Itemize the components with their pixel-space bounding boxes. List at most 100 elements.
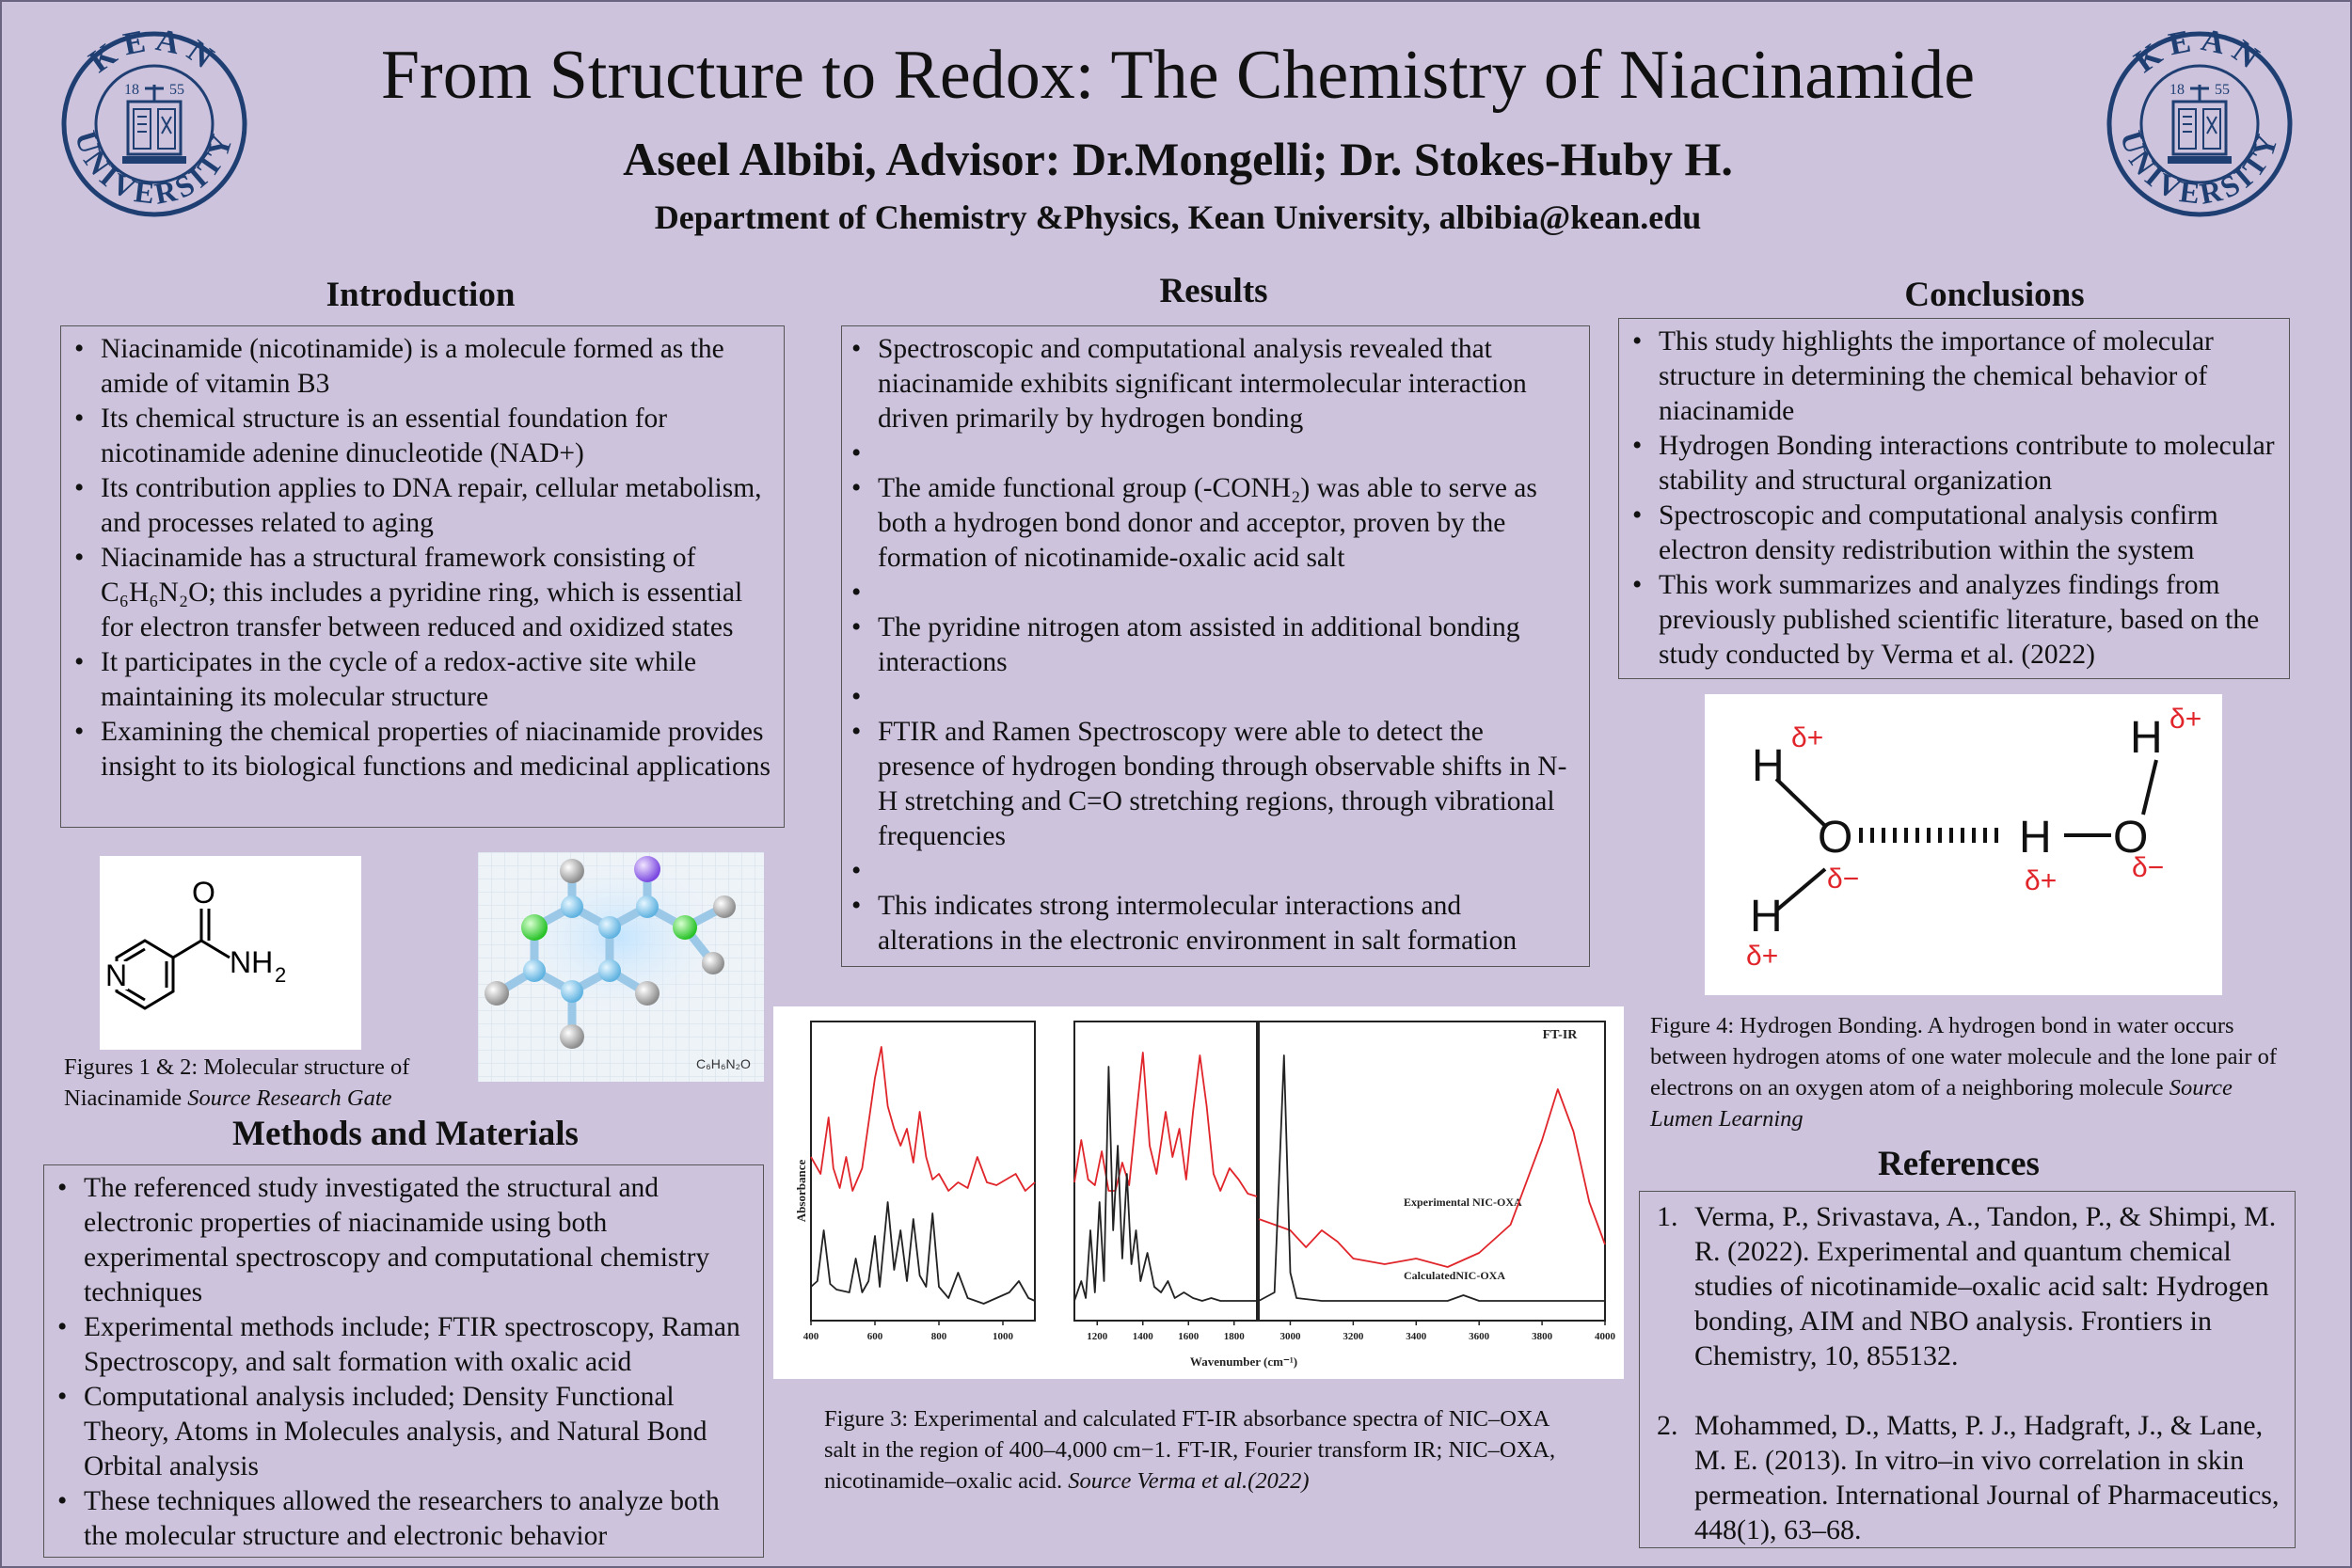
conclusions-heading: Conclusions bbox=[1904, 276, 2085, 314]
intro-item: Its chemical structure is an essential f… bbox=[71, 402, 776, 471]
figures-1-2-caption: Figures 1 & 2: Molecular structure of Ni… bbox=[64, 1052, 478, 1114]
intro-item: Niacinamide (nicotinamide) is a molecule… bbox=[71, 332, 776, 402]
chart-x-tick-label: 1400 bbox=[1133, 1331, 1154, 1342]
chart-panel-frame bbox=[1258, 1021, 1606, 1322]
intro-item: Niacinamide has a structural framework c… bbox=[71, 541, 776, 645]
logo-year-right: 55 bbox=[2215, 82, 2230, 98]
figures-1-2-caption-source: Source Research Gate bbox=[187, 1085, 392, 1111]
intro-item: It participates in the cycle of a redox-… bbox=[71, 645, 776, 715]
chart-x-axis-label: Wavenumber (cm⁻¹) bbox=[1190, 1354, 1297, 1369]
ftir-chart: Absorbance Wavenumber (cm⁻¹) FT-IR Exper… bbox=[794, 1021, 1616, 1369]
logo-year-left: 18 bbox=[124, 82, 139, 98]
chart-x-tick-label: 3200 bbox=[1343, 1331, 1364, 1342]
series-label-experimental: Experimental NIC-OXA bbox=[1404, 1196, 1522, 1209]
chart-x-tick-label: 3800 bbox=[1532, 1331, 1553, 1342]
logo-year-left: 18 bbox=[2169, 82, 2185, 98]
delta-plus-label: δ+ bbox=[1746, 941, 1778, 972]
structure-n-label: N bbox=[105, 958, 127, 992]
chart-x-tick-label: 4000 bbox=[1595, 1331, 1616, 1342]
chart-panel-frame bbox=[810, 1021, 1036, 1322]
poster-authors: Aseel Albibi, Advisor: Dr.Mongelli; Dr. … bbox=[623, 133, 1733, 185]
chart-series-line bbox=[1073, 1052, 1258, 1197]
methods-box: The referenced study investigated the st… bbox=[43, 1164, 764, 1558]
kean-university-logo-right: KEAN UNIVERSITY 18 55 bbox=[2106, 30, 2293, 217]
conclusions-item: This work summarizes and analyzes findin… bbox=[1629, 568, 2281, 673]
reference-number: 2. bbox=[1657, 1410, 1678, 1441]
figure-4-caption-source: Source Lumen Learning bbox=[1650, 1075, 2233, 1132]
structure-o-label: O bbox=[192, 876, 215, 910]
intro-item: Its contribution applies to DNA repair, … bbox=[71, 471, 776, 541]
introduction-box: Niacinamide (nicotinamide) is a molecule… bbox=[60, 325, 785, 828]
reference-number: 1. bbox=[1657, 1201, 1678, 1232]
conclusions-box: This study highlights the importance of … bbox=[1618, 318, 2290, 679]
chart-panel-frame bbox=[1073, 1021, 1258, 1322]
chart-x-tick-label: 800 bbox=[931, 1331, 947, 1342]
chart-x-tick-label: 3600 bbox=[1469, 1331, 1490, 1342]
figure-3-caption: Figure 3: Experimental and calculated FT… bbox=[824, 1403, 1582, 1497]
reference-text: Mohammed, D., Matts, P. J., Hadgraft, J.… bbox=[1694, 1410, 2280, 1545]
delta-plus-label: δ+ bbox=[1791, 722, 1823, 753]
poster-department: Department of Chemistry &Physics, Kean U… bbox=[654, 198, 1702, 236]
delta-minus-label: δ− bbox=[2132, 852, 2164, 883]
o-atom-label: O bbox=[2113, 813, 2148, 863]
chart-series-line bbox=[1258, 1088, 1606, 1268]
kean-university-logo-left: KEAN UNIVERSITY 18 55 bbox=[61, 30, 247, 217]
chart-series-line bbox=[1073, 1066, 1257, 1302]
methods-heading: Methods and Materials bbox=[232, 1115, 579, 1153]
reference-item: 1. Verma, P., Srivastava, A., Tandon, P.,… bbox=[1649, 1199, 2287, 1373]
figure-4-caption-text: Figure 4: Hydrogen Bonding. A hydrogen b… bbox=[1650, 1013, 2278, 1101]
references-box: 1. Verma, P., Srivastava, A., Tandon, P.,… bbox=[1639, 1191, 2296, 1548]
chart-x-tick-label: 1200 bbox=[1087, 1331, 1108, 1342]
chart-x-tick-label: 1000 bbox=[993, 1331, 1014, 1342]
reference-item: 2. Mohammed, D., Matts, P. J., Hadgraft, … bbox=[1649, 1408, 2287, 1547]
chart-series-line bbox=[1258, 1054, 1605, 1302]
chart-x-tick-label: 600 bbox=[867, 1331, 883, 1342]
h-atom-label: H bbox=[1750, 892, 1783, 942]
niacinamide-structure-figure: N O NH 2 bbox=[100, 856, 361, 1050]
poster-title: From Structure to Redox: The Chemistry o… bbox=[380, 37, 1976, 114]
delta-plus-label: δ+ bbox=[2025, 865, 2057, 896]
delta-minus-label: δ− bbox=[1827, 863, 1859, 895]
chart-series-line bbox=[810, 1201, 1036, 1305]
delta-plus-label: δ+ bbox=[2169, 704, 2201, 735]
niacinamide-3d-model-figure: C₆H₆N₂O bbox=[478, 852, 764, 1082]
model-formula-label: C₆H₆N₂O bbox=[696, 1056, 751, 1071]
chart-series-line bbox=[810, 1046, 1036, 1192]
chart-y-axis-label: Absorbance bbox=[794, 1160, 808, 1223]
reference-text: Verma, P., Srivastava, A., Tandon, P., &… bbox=[1694, 1201, 2277, 1371]
h-atom-label: H bbox=[2130, 713, 2163, 763]
figure-4-caption: Figure 4: Hydrogen Bonding. A hydrogen b… bbox=[1650, 1010, 2299, 1134]
results-item: The pyridine nitrogen atom assisted in a… bbox=[848, 610, 1581, 680]
results-item: This indicates strong intermolecular int… bbox=[848, 889, 1581, 958]
results-heading: Results bbox=[1159, 272, 1268, 310]
references-heading: References bbox=[1878, 1145, 2040, 1183]
ftir-chart-figure: Absorbance Wavenumber (cm⁻¹) FT-IR Exper… bbox=[773, 1006, 1624, 1379]
chart-x-tick-label: 3400 bbox=[1406, 1331, 1427, 1342]
figure-3-caption-source: Source Verma et al.(2022) bbox=[1068, 1468, 1310, 1494]
chart-x-tick-label: 3000 bbox=[1279, 1331, 1301, 1342]
results-item: The amide functional group (-CONH₂) was … bbox=[848, 471, 1581, 576]
methods-item: The referenced study investigated the st… bbox=[54, 1171, 755, 1310]
o-atom-label: O bbox=[1818, 813, 1852, 863]
intro-item: Examining the chemical properties of nia… bbox=[71, 715, 776, 784]
chart-x-tick-label: 400 bbox=[803, 1331, 819, 1342]
h-atom-label: H bbox=[2019, 813, 2052, 863]
results-item: FTIR and Ramen Spectroscopy were able to… bbox=[848, 715, 1581, 854]
logo-year-right: 55 bbox=[169, 82, 184, 98]
chart-title: FT-IR bbox=[1543, 1028, 1579, 1042]
methods-item: Experimental methods include; FTIR spect… bbox=[54, 1310, 755, 1380]
introduction-heading: Introduction bbox=[326, 276, 516, 314]
conclusions-item: Hydrogen Bonding interactions contribute… bbox=[1629, 429, 2281, 499]
conclusions-item: This study highlights the importance of … bbox=[1629, 325, 2281, 429]
series-label-calculated: CalculatedNIC-OXA bbox=[1404, 1269, 1505, 1282]
chart-x-tick-label: 1800 bbox=[1224, 1331, 1246, 1342]
methods-item: Computational analysis included; Density… bbox=[54, 1380, 755, 1484]
hydrogen-bond-figure: H δ+ O δ− H δ+ H δ+ O δ− H δ+ bbox=[1705, 694, 2222, 995]
results-box: Spectroscopic and computational analysis… bbox=[841, 325, 1590, 967]
results-item: Spectroscopic and computational analysis… bbox=[848, 332, 1581, 436]
structure-nh-label: NH bbox=[230, 945, 273, 979]
h-atom-label: H bbox=[1752, 741, 1785, 791]
figures-1-2-caption-text: Figures 1 & 2: Molecular structure of Ni… bbox=[64, 1054, 410, 1111]
figure-3-caption-text: Figure 3: Experimental and calculated FT… bbox=[824, 1406, 1556, 1494]
